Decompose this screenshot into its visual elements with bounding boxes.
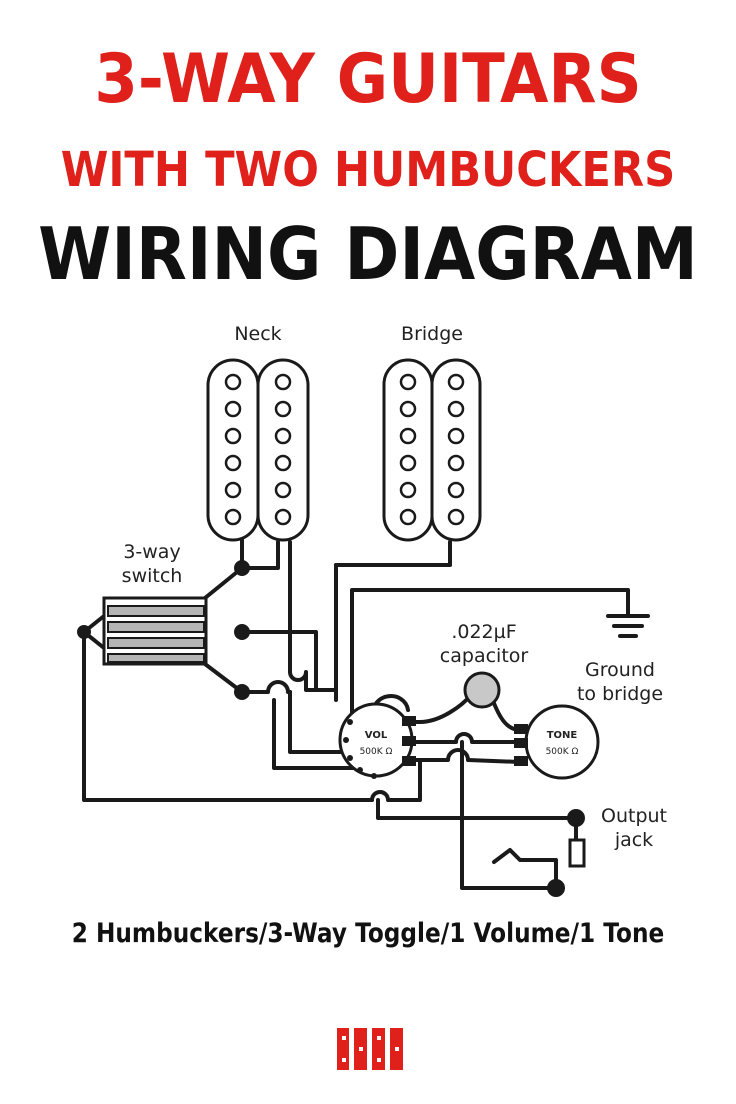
pole-piece bbox=[399, 481, 417, 499]
pole-piece bbox=[274, 454, 292, 472]
pole-piece bbox=[274, 373, 292, 391]
switch-label-line-1: 3-way bbox=[123, 541, 180, 563]
ground-label-line-1: Ground bbox=[585, 659, 655, 681]
output-label-line-1: Output bbox=[601, 805, 667, 827]
brand-logo bbox=[337, 1028, 403, 1070]
capacitor-word-label: capacitor bbox=[440, 645, 529, 667]
pole-piece bbox=[224, 454, 242, 472]
wire-bridge-lead bbox=[288, 540, 452, 692]
pole-piece bbox=[274, 481, 292, 499]
volume-pot bbox=[338, 702, 416, 779]
wire-cap-left bbox=[410, 692, 474, 724]
wire-vol-output bbox=[370, 758, 422, 802]
title-line-2: WITH TWO HUMBUCKERS bbox=[60, 142, 676, 198]
tone-value-label: 500K Ω bbox=[546, 747, 579, 757]
pole-piece bbox=[399, 373, 417, 391]
switch-label-line-2: switch bbox=[122, 565, 183, 587]
three-way-switch bbox=[102, 596, 208, 666]
neck-pickup bbox=[206, 358, 310, 542]
pole-piece bbox=[274, 508, 292, 526]
wire-neck-lead-b bbox=[240, 540, 280, 570]
wire-jack-spring bbox=[492, 848, 558, 890]
wire-output-tip bbox=[376, 798, 578, 820]
wire-vol-tone bbox=[410, 732, 522, 744]
pole-piece bbox=[399, 400, 417, 418]
pole-piece bbox=[447, 373, 465, 391]
title-line-3: WIRING DIAGRAM bbox=[38, 212, 698, 296]
pole-piece bbox=[399, 454, 417, 472]
ground-label-line-2: to bridge bbox=[577, 683, 663, 705]
ground-symbol bbox=[606, 614, 650, 638]
caption: 2 Humbuckers/3-Way Toggle/1 Volume/1 Ton… bbox=[71, 918, 665, 949]
bridge-pickup bbox=[382, 358, 482, 542]
pole-piece bbox=[447, 400, 465, 418]
pole-piece bbox=[224, 481, 242, 499]
pole-piece bbox=[399, 427, 417, 445]
capacitor-value-label: .022µF bbox=[451, 621, 516, 643]
pole-piece bbox=[447, 481, 465, 499]
wire-output-sleeve bbox=[460, 740, 558, 890]
pole-piece bbox=[224, 373, 242, 391]
pole-piece bbox=[447, 508, 465, 526]
pole-piece bbox=[447, 454, 465, 472]
wire-vol-tone-ground bbox=[410, 748, 522, 764]
wire-ground-main bbox=[350, 588, 630, 722]
bridge-label: Bridge bbox=[401, 323, 463, 345]
vol-value-label: 500K Ω bbox=[360, 747, 393, 757]
wire-switch-lower bbox=[240, 680, 292, 694]
wire-to-vol-a bbox=[288, 690, 350, 754]
vol-name-label: VOL bbox=[365, 730, 388, 741]
tone-pot bbox=[514, 704, 600, 780]
pole-pieces bbox=[224, 373, 465, 526]
pole-piece bbox=[274, 427, 292, 445]
wire-switch-center bbox=[240, 630, 318, 692]
pole-piece bbox=[399, 508, 417, 526]
tone-name-label: TONE bbox=[547, 730, 578, 741]
capacitor bbox=[463, 671, 501, 709]
pole-piece bbox=[447, 427, 465, 445]
wire-left-bus bbox=[82, 630, 374, 802]
output-jack bbox=[568, 838, 586, 868]
pole-piece bbox=[224, 400, 242, 418]
pole-piece bbox=[274, 400, 292, 418]
title-line-1: 3-WAY GUITARS bbox=[94, 40, 642, 119]
pole-piece bbox=[224, 508, 242, 526]
pole-piece bbox=[224, 427, 242, 445]
wire-to-vol-b bbox=[272, 698, 364, 770]
solder-points bbox=[77, 560, 585, 897]
output-label-line-2: jack bbox=[614, 829, 653, 851]
neck-label: Neck bbox=[234, 323, 281, 345]
